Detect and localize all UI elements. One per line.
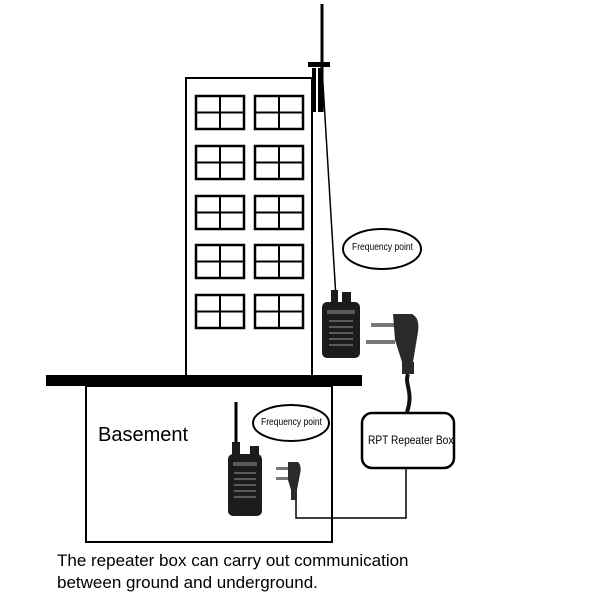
building-window — [194, 243, 246, 280]
building-window — [253, 194, 305, 231]
repeater-box-icon — [360, 411, 456, 470]
building-windows — [194, 94, 305, 330]
ground-slab — [46, 375, 362, 386]
basement-label: Basement — [98, 424, 189, 446]
connector-plug-icon — [276, 462, 301, 500]
building-window — [253, 243, 305, 280]
connector-plug-icon — [366, 314, 419, 374]
frequency-point-label-top: Frequency point — [352, 242, 413, 253]
frequency-oval-top — [342, 228, 422, 270]
building-window — [253, 144, 305, 181]
building-window — [253, 94, 305, 131]
walkie-talkie-icon — [228, 402, 262, 516]
walkie-talkie-icon — [322, 290, 360, 358]
building-window — [194, 194, 246, 231]
antenna-cable — [321, 67, 337, 299]
building-icon — [185, 77, 313, 377]
repeater-link-line — [295, 468, 407, 519]
building-window — [194, 293, 246, 330]
building-window — [194, 94, 246, 131]
connector-cable — [405, 373, 412, 413]
building-window — [253, 293, 305, 330]
caption-line-1: The repeater box can carry out communica… — [57, 551, 409, 570]
caption: The repeater box can carry out communica… — [57, 550, 600, 594]
basement-box — [85, 385, 333, 543]
building-window — [194, 144, 246, 181]
repeater-box-label: RPT Repeater Box — [368, 433, 454, 447]
caption-line-2: between ground and underground. — [57, 573, 318, 592]
antenna-icon — [308, 4, 330, 112]
frequency-point-label-bottom: Frequency point — [261, 417, 322, 428]
frequency-oval-bottom — [252, 404, 330, 442]
